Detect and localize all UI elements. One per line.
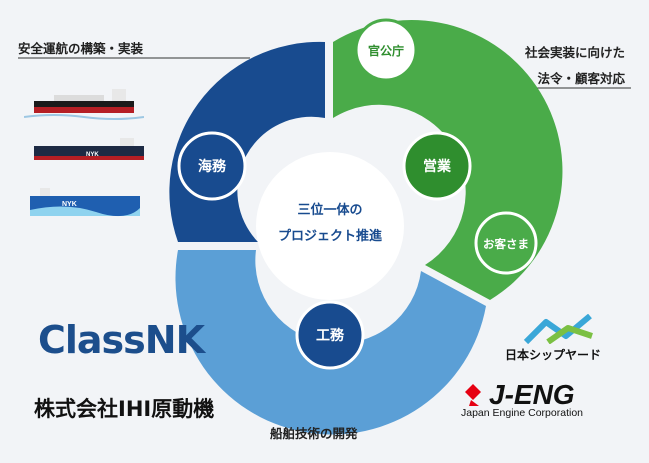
center-line-2: プロジェクト推進 (278, 228, 382, 244)
caption-top-left: 安全運航の構築・実装 (18, 41, 144, 56)
tag-government (354, 18, 418, 82)
center-circle (256, 152, 404, 300)
ship-name-1: NYK (86, 152, 99, 158)
label-engineering: 工務 (316, 327, 345, 344)
node-sales (402, 131, 472, 201)
label-customers: お客さま (483, 237, 529, 251)
caption-top-right-line-2: 法令・顧客対応 (537, 71, 625, 86)
jeng-subtitle: Japan Engine Corporation (461, 407, 584, 419)
classnk-logo: ClassNK (38, 318, 205, 362)
caption-top-right: 社会実装に向けた 法令・顧客対応 (525, 40, 625, 92)
label-sales: 営業 (423, 158, 452, 175)
node-maritime (177, 131, 247, 201)
tag-customers (474, 211, 538, 275)
label-government: 官公庁 (368, 43, 404, 58)
node-engineering (295, 300, 365, 370)
segment-engineering (175, 250, 486, 435)
jeng-wordmark: J-ENG (489, 379, 575, 408)
jeng-logo: J-ENG (465, 379, 575, 408)
ship-image-3: NYK (30, 188, 140, 217)
ship-image-1 (24, 89, 144, 120)
center-line-1: 三位一体の (297, 202, 362, 218)
caption-bottom: 船舶技術の開発 (270, 426, 358, 441)
label-maritime: 海務 (198, 158, 227, 175)
ship-name-2: NYK (62, 201, 77, 208)
ihi-logo: 株式会社IHI原動機 (34, 397, 215, 421)
ship-image-2: NYK (34, 138, 144, 160)
shipyard-logo-icon (523, 314, 593, 344)
shipyard-logo-text: 日本シップヤード (505, 348, 602, 362)
caption-top-right-line-1: 社会実装に向けた (524, 45, 625, 60)
